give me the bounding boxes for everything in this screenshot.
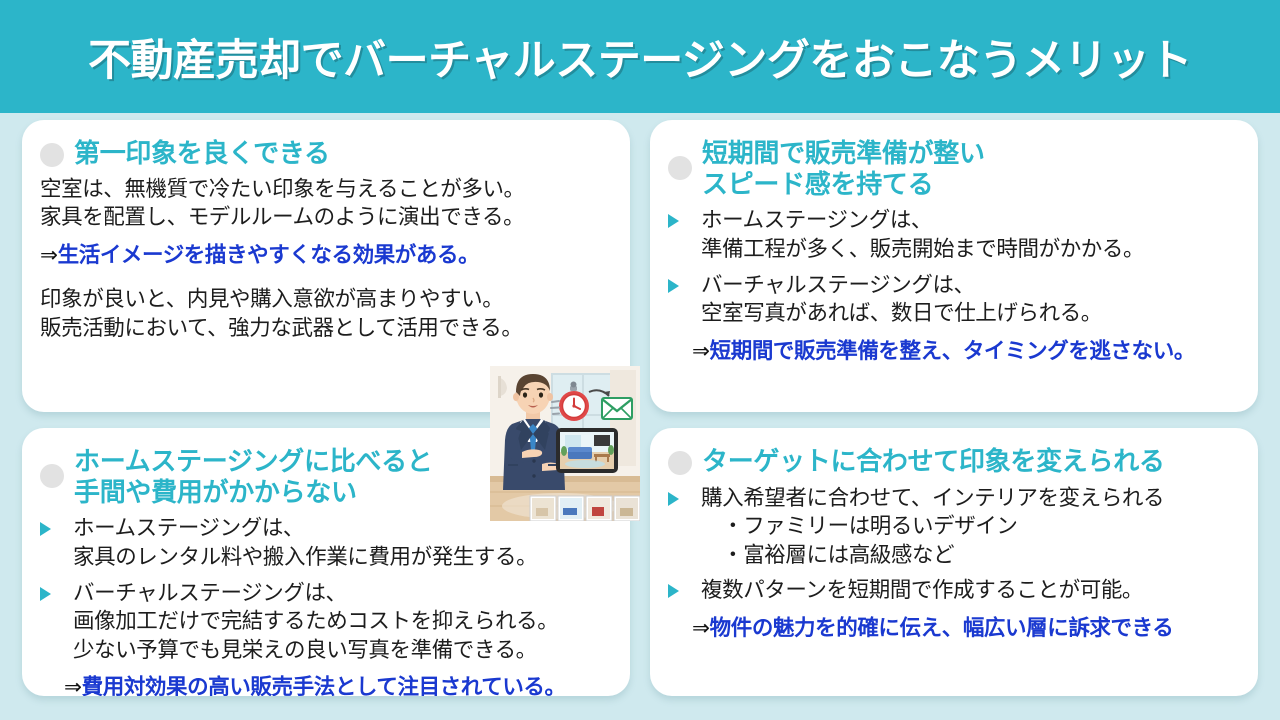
list-item: 複数パターンを短期間で作成することが可能。 [668,576,1238,605]
bullet-line: 複数パターンを短期間で作成することが可能。 [701,578,1144,603]
list-item-text: バーチャルステージングは、 画像加工だけで完結するためコストを抑えられる。 少な… [73,579,559,665]
list-item: ホームステージングは、 家具のレンタル料や搬入作業に費用が発生する。 [40,514,610,571]
triangle-bullet-icon [668,491,693,506]
list-item-text: 複数パターンを短期間で作成することが可能。 [701,576,1143,605]
card-paragraph: 印象が良いと、内見や購入意欲が高まりやすい。 販売活動において、強力な武器として… [40,285,610,342]
list-item: バーチャルステージングは、 画像加工だけで完結するためコストを抑えられる。 少な… [40,579,610,665]
card-heading-row: 第一印象を良くできる [40,138,610,169]
card-heading: ホームステージングに比べると 手間や費用がかからない [74,446,433,507]
card-heading: 第一印象を良くできる [74,138,330,168]
benefit-card-cost: ホームステージングに比べると 手間や費用がかからない ホームステージングは、 家… [22,428,630,696]
bullet-line: 画像加工だけで完結するためコストを抑えられる。 [73,609,559,634]
bullet-line: 準備工程が多く、販売開始まで時間がかかる。 [701,236,1145,261]
conclusion-text: 物件の魅力を的確に伝え、幅広い層に訴求できる [709,616,1174,641]
card-conclusion: ⇒物件の魅力を的確に伝え、幅広い層に訴求できる [692,614,1238,643]
bullet-line: バーチャルステージングは、 [701,272,975,297]
paragraph-line: 空室は、無機質で冷たい印象を与えることが多い。 [40,176,525,201]
slide-header: 不動産売却でバーチャルステージングをおこなうメリット [0,0,1280,113]
circle-bullet-icon [40,464,64,488]
card-heading-row: 短期間で販売準備が整い スピード感を持てる [668,138,1238,199]
heading-line: 手間や費用がかからない [74,476,357,507]
bullet-line: バーチャルステージングは、 [73,580,347,605]
heading-line: スピード感を持てる [702,168,934,199]
bullet-line: 空室写真があれば、数日で仕上げられる。 [701,301,1102,326]
list-item-text: ホームステージングは、 家具のレンタル料や搬入作業に費用が発生する。 [73,514,538,571]
benefit-card-targeting: ターゲットに合わせて印象を変えられる 購入希望者に合わせて、インテリアを変えられ… [650,428,1258,696]
triangle-bullet-icon [40,586,65,601]
heading-line: 短期間で販売準備が整い [702,138,985,168]
tablet-device [556,428,618,473]
conclusion-arrow-icon: ⇒ [692,616,710,641]
conclusion-arrow-icon: ⇒ [40,242,58,267]
card-conclusion: ⇒生活イメージを描きやすくなる効果がある。 [40,241,610,270]
conclusion-arrow-icon: ⇒ [64,675,82,696]
benefit-card-speed: 短期間で販売準備が整い スピード感を持てる ホームステージングは、 準備工程が多… [650,120,1258,412]
card-heading-row: ターゲットに合わせて印象を変えられる [668,446,1238,477]
bullet-line: ホームステージングは、 [73,516,305,541]
triangle-bullet-icon [668,584,693,599]
envelope-icon [601,397,633,420]
triangle-bullet-icon [40,522,65,537]
list-item: バーチャルステージングは、 空室写真があれば、数日で仕上げられる。 [668,271,1238,328]
heading-line: ホームステージングに比べると [74,446,433,476]
conclusion-arrow-icon: ⇒ [692,338,710,363]
paragraph-line: 印象が良いと、内見や購入意欲が高まりやすい。 [40,287,504,312]
businessman-tablet-illustration [490,366,640,521]
triangle-bullet-icon [668,214,693,229]
card-conclusion: ⇒短期間で販売準備を整え、タイミングを逃さない。 [692,337,1238,366]
conclusion-text: 生活イメージを描きやすくなる効果がある。 [57,242,480,267]
stopwatch-icon [550,381,589,421]
circle-bullet-icon [668,451,692,475]
paragraph-line: 家具を配置し、モデルルームのように演出できる。 [40,205,525,230]
bullet-line: 購入希望者に合わせて、インテリアを変えられる [701,485,1165,510]
sub-bullet-line: ・ファミリーは明るいデザイン [701,514,1018,539]
list-item: 購入希望者に合わせて、インテリアを変えられる ・ファミリーは明るいデザイン ・富… [668,484,1238,570]
card-paragraph: 空室は、無機質で冷たい印象を与えることが多い。 家具を配置し、モデルルームのよう… [40,175,610,232]
list-item-text: 購入希望者に合わせて、インテリアを変えられる ・ファミリーは明るいデザイン ・富… [701,484,1165,570]
triangle-bullet-icon [668,278,693,293]
page-title: 不動産売却でバーチャルステージングをおこなうメリット [88,36,1192,85]
list-item-text: バーチャルステージングは、 空室写真があれば、数日で仕上げられる。 [701,271,1102,328]
card-conclusion: ⇒費用対効果の高い販売手法として注目されている。 [64,673,610,696]
list-item-text: ホームステージングは、 準備工程が多く、販売開始まで時間がかかる。 [701,206,1145,263]
businessman-figure [503,374,565,490]
bullet-line: 家具のレンタル料や搬入作業に費用が発生する。 [73,544,538,569]
benefit-card-first-impression: 第一印象を良くできる 空室は、無機質で冷たい印象を与えることが多い。 家具を配置… [22,120,630,412]
bullet-line: 少ない予算でも見栄えの良い写真を準備できる。 [73,637,537,662]
card-heading: ターゲットに合わせて印象を変えられる [702,446,1165,476]
photo-thumbnails [529,495,640,521]
circle-bullet-icon [40,143,64,167]
list-item: ホームステージングは、 準備工程が多く、販売開始まで時間がかかる。 [668,206,1238,263]
bullet-line: ホームステージングは、 [701,208,933,233]
paragraph-line: 販売活動において、強力な武器として活用できる。 [40,316,523,341]
card-heading: 短期間で販売準備が整い スピード感を持てる [702,138,985,199]
conclusion-text: 費用対効果の高い販売手法として注目されている。 [81,675,566,696]
sub-bullet-line: ・富裕層には高級感など [701,542,955,567]
conclusion-text: 短期間で販売準備を整え、タイミングを逃さない。 [709,338,1196,363]
card-heading-row: ホームステージングに比べると 手間や費用がかからない [40,446,610,507]
circle-bullet-icon [668,156,692,180]
